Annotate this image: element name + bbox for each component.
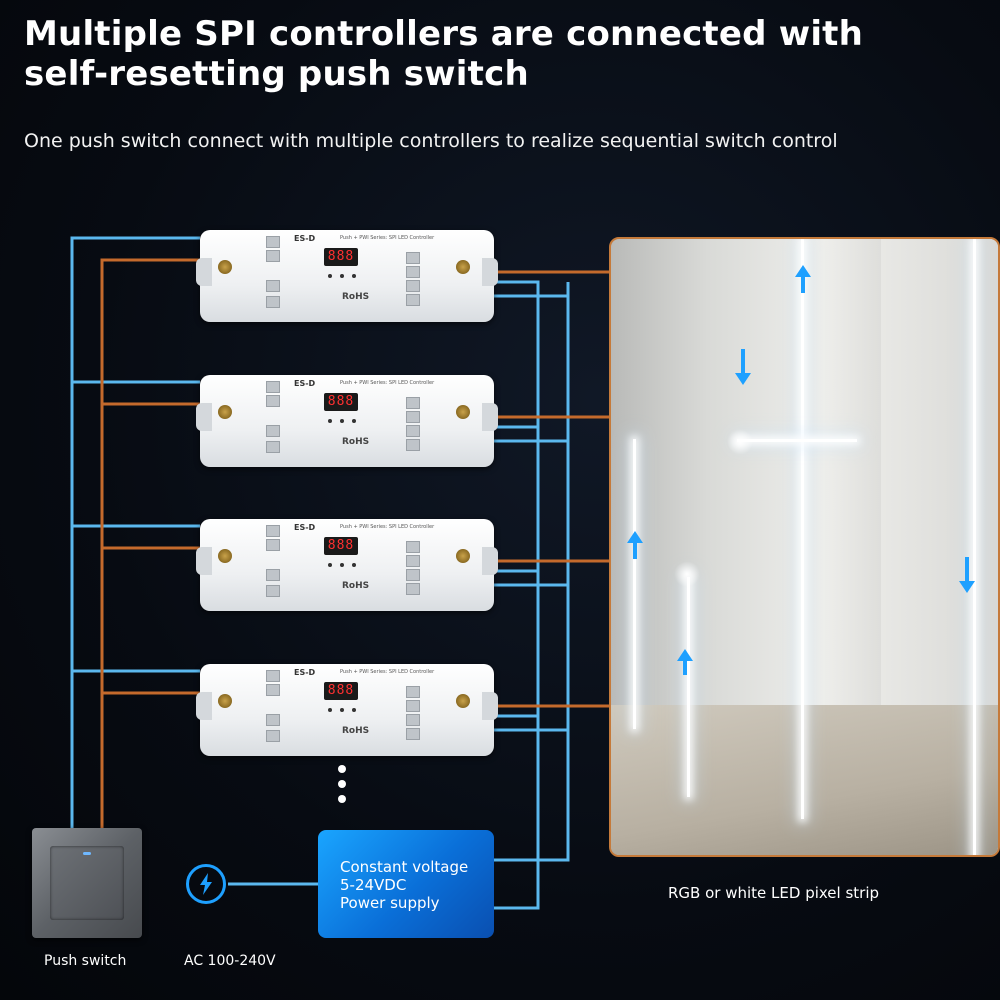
power-supply-line3: Power supply — [340, 894, 440, 912]
screw-icon — [456, 405, 470, 419]
controller-display: 888 — [324, 393, 358, 411]
power-rail-outer — [494, 280, 540, 910]
controller-model: Push + PWI Series: SPI LED Controller — [340, 524, 435, 530]
controller-model: Push + PWI Series: SPI LED Controller — [340, 380, 435, 386]
ac-lightning-icon — [186, 864, 226, 904]
screw-icon — [218, 405, 232, 419]
push-switch-icon — [32, 828, 142, 938]
controller-display: 888 — [324, 248, 358, 266]
screw-icon — [456, 260, 470, 274]
power-rail-inner — [494, 282, 570, 862]
controller-brand: ES-D — [294, 234, 316, 243]
more-controllers-ellipsis — [338, 765, 346, 810]
screw-icon — [456, 549, 470, 563]
controller-model: Push + PWI Series: SPI LED Controller — [340, 669, 435, 675]
blue-bus-left — [70, 236, 200, 828]
rohs-mark: RoHS — [342, 292, 370, 302]
page-title: Multiple SPI controllers are connected w… — [24, 14, 864, 94]
screw-icon — [218, 260, 232, 274]
controller-brand: ES-D — [294, 668, 316, 677]
power-supply-line1: Constant voltage — [340, 858, 469, 876]
spi-controller-1: ES-D Push + PWI Series: SPI LED Controll… — [196, 230, 498, 322]
screw-icon — [456, 694, 470, 708]
led-direction-arrow-icon — [795, 265, 811, 293]
rohs-mark: RoHS — [342, 726, 370, 736]
led-strip-label: RGB or white LED pixel strip — [668, 884, 880, 902]
power-supply-line2: 5-24VDC — [340, 876, 407, 894]
led-direction-arrow-icon — [959, 557, 975, 593]
rohs-mark: RoHS — [342, 581, 370, 591]
led-strip-photo — [609, 237, 1000, 857]
controller-brand: ES-D — [294, 523, 316, 532]
ac-input-label: AC 100-240V — [184, 953, 276, 969]
led-direction-arrow-icon — [735, 349, 751, 385]
controller-model: Push + PWI Series: SPI LED Controller — [340, 235, 435, 241]
page-subtitle: One push switch connect with multiple co… — [24, 130, 838, 152]
orange-bus-left — [100, 258, 200, 828]
spi-controller-4: ES-D Push + PWI Series: SPI LED Controll… — [196, 664, 498, 756]
led-direction-arrow-icon — [627, 531, 643, 559]
spi-controller-2: ES-D Push + PWI Series: SPI LED Controll… — [196, 375, 498, 467]
rohs-mark: RoHS — [342, 437, 370, 447]
spi-controller-3: ES-D Push + PWI Series: SPI LED Controll… — [196, 519, 498, 611]
screw-icon — [218, 549, 232, 563]
led-direction-arrow-icon — [677, 649, 693, 675]
push-switch-label: Push switch — [44, 953, 127, 969]
power-supply: Constant voltage 5-24VDC Power supply — [318, 830, 494, 938]
controller-display: 888 — [324, 682, 358, 700]
controller-brand: ES-D — [294, 379, 316, 388]
controller-display: 888 — [324, 537, 358, 555]
screw-icon — [218, 694, 232, 708]
